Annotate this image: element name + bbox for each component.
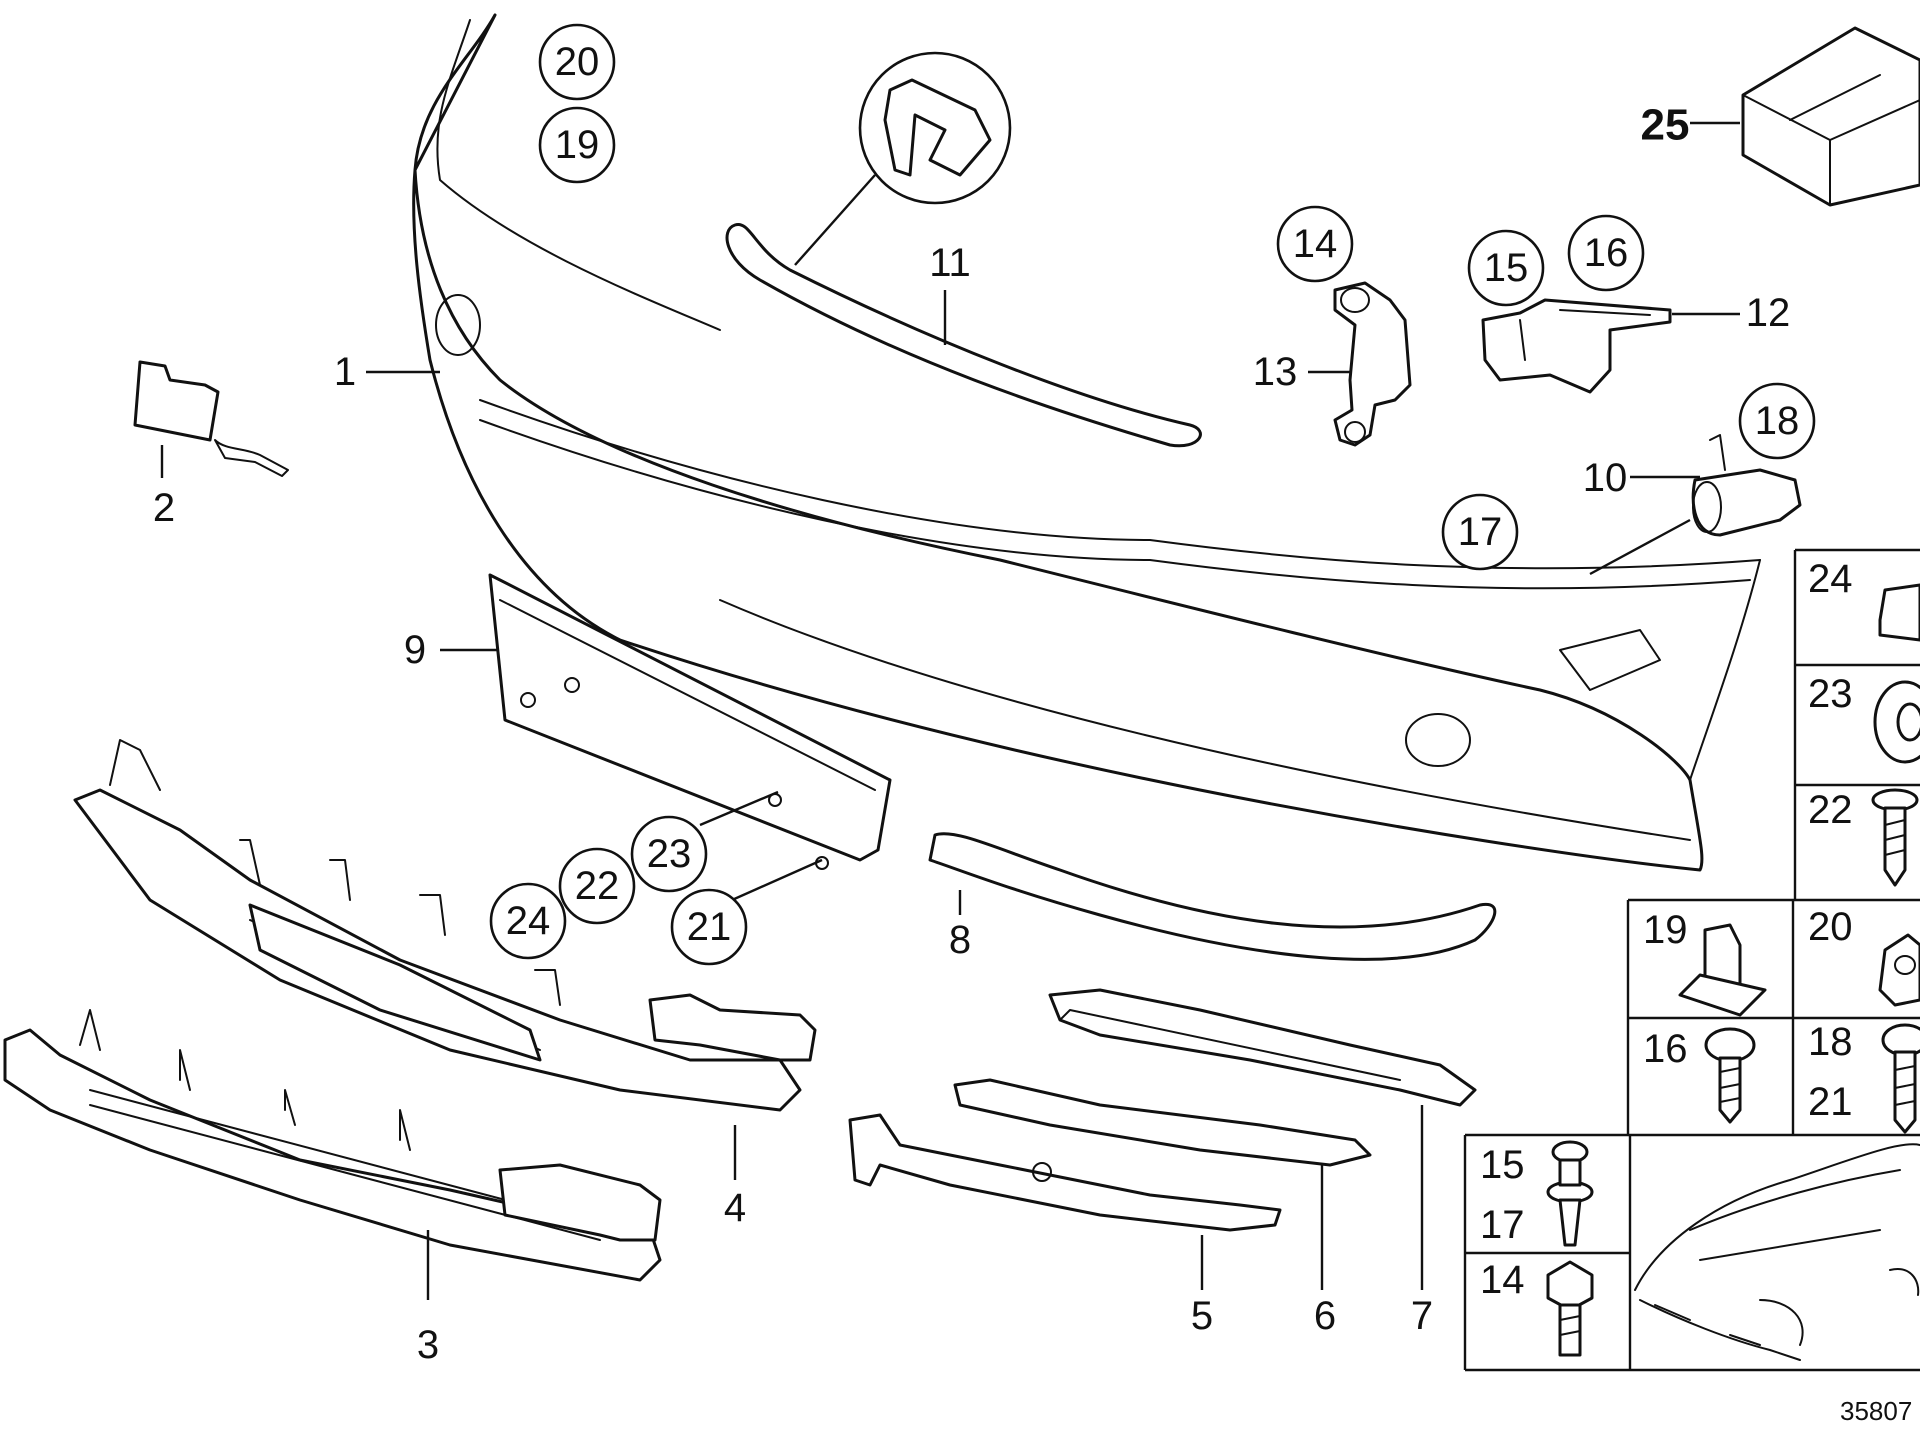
bracket-part-13 <box>1333 281 1412 447</box>
callout-1: 1 <box>334 350 356 394</box>
callout-7: 7 <box>1411 1294 1433 1338</box>
legend-15: 15 <box>1480 1143 1525 1187</box>
callout-14: 14 <box>1293 222 1338 266</box>
callout-4: 4 <box>724 1186 746 1230</box>
screw-16 <box>1704 1027 1756 1124</box>
callout-24: 24 <box>506 899 551 943</box>
legend-19: 19 <box>1643 908 1688 952</box>
legend-16: 16 <box>1643 1027 1688 1071</box>
callout-2: 2 <box>153 486 175 530</box>
legend-24: 24 <box>1808 557 1853 601</box>
clip-15-17 <box>1546 1140 1594 1247</box>
trim-strip-part-11 <box>725 51 1202 448</box>
screw-18-21 <box>1881 1023 1920 1134</box>
callout-23: 23 <box>647 832 692 876</box>
callout-13: 13 <box>1253 350 1298 394</box>
legend-20: 20 <box>1808 905 1853 949</box>
car-silhouette <box>1634 1143 1920 1361</box>
fastener-legend: 24 23 22 19 20 16 18 21 15 17 14 <box>1463 548 1920 1372</box>
callout-12: 12 <box>1746 291 1791 335</box>
legend-17: 17 <box>1480 1203 1525 1247</box>
trim-part-5 <box>848 1113 1282 1232</box>
callout-21: 21 <box>687 905 732 949</box>
grille-part-4 <box>73 739 817 1112</box>
callout-5: 5 <box>1191 1294 1213 1338</box>
callout-3: 3 <box>417 1323 439 1367</box>
bracket-part-12 <box>1481 298 1672 394</box>
bolt-14 <box>1546 1260 1594 1357</box>
bracket-part-2 <box>133 360 289 477</box>
lower-trim-part-8 <box>928 832 1497 961</box>
callout-25: 25 <box>1641 101 1690 150</box>
speed-nut-19 <box>1678 923 1767 1017</box>
diagram-reference-number: 35807 <box>1840 1396 1912 1426</box>
legend-21: 21 <box>1808 1080 1853 1124</box>
legend-18: 18 <box>1808 1020 1853 1064</box>
callout-17: 17 <box>1458 510 1503 554</box>
leader-lines <box>160 121 1740 1300</box>
cap-nut-24 <box>1878 583 1920 642</box>
callout-10: 10 <box>1583 456 1628 500</box>
callout-22: 22 <box>575 864 620 908</box>
license-plate-base-part-9 <box>488 573 892 870</box>
callout-18: 18 <box>1755 399 1800 443</box>
trim-part-6 <box>953 1078 1372 1167</box>
screw-22 <box>1871 788 1919 887</box>
callout-15: 15 <box>1484 246 1529 290</box>
washer-23 <box>1873 680 1920 764</box>
callout-20: 20 <box>555 40 600 84</box>
legend-23: 23 <box>1808 672 1853 716</box>
callout-labels: 1 2 3 4 5 6 7 8 9 10 11 12 13 20 19 14 1… <box>153 23 1816 1367</box>
callout-6: 6 <box>1314 1294 1336 1338</box>
legend-22: 22 <box>1808 788 1853 832</box>
trim-part-7 <box>1048 988 1477 1107</box>
sensor-part-10 <box>1691 434 1802 537</box>
callout-9: 9 <box>404 628 426 672</box>
callout-11: 11 <box>929 241 971 285</box>
callout-8: 8 <box>949 918 971 962</box>
legend-14: 14 <box>1480 1258 1525 1302</box>
box-part-25 <box>1741 26 1920 207</box>
callout-16: 16 <box>1584 231 1629 275</box>
callout-19: 19 <box>555 123 600 167</box>
hex-nut-20 <box>1878 933 1920 1007</box>
bumper-cover-part-1 <box>412 13 1761 872</box>
lower-grille-part-3 <box>3 1009 662 1282</box>
